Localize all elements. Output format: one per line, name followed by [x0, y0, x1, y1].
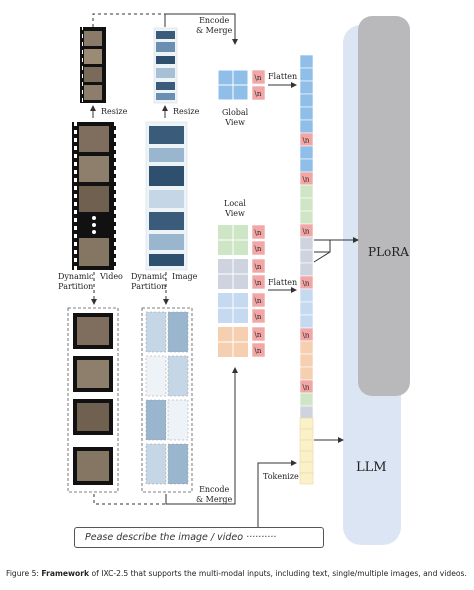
- newline-token-text: \n: [255, 313, 262, 321]
- flattened-token: [299, 197, 314, 212]
- llm-label: LLM: [356, 460, 387, 475]
- newline-token-text: \n: [255, 229, 262, 237]
- resized-video-strip: [80, 27, 106, 103]
- newline-token-text: \n: [255, 245, 262, 253]
- caption-prefix: Figure 5:: [6, 569, 42, 578]
- caption-rest: of IXC-2.5 that supports the multi-modal…: [89, 569, 467, 578]
- encode-merge-bottom-label: Encode & Merge: [196, 485, 233, 504]
- newline-token-box: [251, 274, 266, 290]
- text-token: [299, 439, 314, 452]
- flatten-top-label: Flatten: [268, 72, 298, 81]
- newline-token-text: \n: [255, 347, 262, 355]
- flattened-token: [299, 236, 314, 251]
- newline-token-box: [251, 342, 266, 358]
- bottom-dashed-route: [93, 494, 195, 505]
- flattened-newline-text: \n: [303, 176, 310, 184]
- encode-merge-bottom-arrow: [165, 367, 238, 505]
- newline-token-box: [251, 240, 266, 256]
- global-view-label: Global View: [222, 108, 249, 127]
- figure-caption: Figure 5: Framework of IXC-2.5 that supp…: [6, 569, 470, 578]
- flattened-token: [299, 67, 314, 82]
- video-input-strip: [72, 122, 116, 270]
- flattened-token: [299, 54, 314, 69]
- flattened-token: [299, 405, 314, 420]
- newline-token-text: \n: [255, 90, 262, 98]
- flattened-token: [299, 301, 314, 316]
- resize-right-label: Resize: [173, 107, 200, 116]
- global-view-grid: [217, 69, 249, 101]
- flattened-newline-text: \n: [303, 228, 310, 236]
- flattened-newline-text: \n: [303, 137, 310, 145]
- local-view-label: Local View: [224, 199, 246, 218]
- tokenize-label: Tokenize: [263, 472, 299, 481]
- flattened-token: [299, 262, 314, 277]
- text-token: [299, 472, 314, 485]
- newline-token-text: \n: [255, 331, 262, 339]
- prompt-input-box[interactable]: Pease describe the image / video ·······…: [74, 527, 324, 548]
- flattened-token: [299, 210, 314, 225]
- flatten-mid-label: Flatten: [268, 278, 298, 287]
- newline-token-box: [251, 326, 266, 342]
- text-token: [299, 428, 314, 441]
- flattened-newline-text: \n: [303, 384, 310, 392]
- tokenize-arrow: [257, 460, 297, 527]
- prompt-text: Pease describe the image / video ·······…: [85, 532, 277, 543]
- newline-token-text: \n: [255, 297, 262, 305]
- flattened-token-column: \n \n \n \n \n \n: [299, 54, 314, 446]
- newline-token-box: [251, 308, 266, 324]
- to-plora-arrow-lower: [313, 251, 331, 263]
- text-token: [299, 461, 314, 474]
- plora-panel: [358, 16, 410, 396]
- flattened-token: [299, 80, 314, 95]
- caption-bold: Framework: [41, 569, 90, 578]
- flattened-token: [299, 119, 314, 134]
- encode-merge-top-label: Encode & Merge: [196, 16, 233, 35]
- partitioned-image: [141, 307, 193, 493]
- flattened-token: [299, 145, 314, 160]
- plora-label: PLoRA: [368, 245, 409, 259]
- video-label: Video: [100, 272, 123, 281]
- flattened-token: [299, 314, 314, 329]
- local-view-grids: [218, 225, 248, 357]
- dynamic-partition-right-label: Dynamic Partition: [131, 272, 167, 291]
- to-plora-arrow: [314, 237, 359, 253]
- flattened-newline-text: \n: [303, 280, 310, 288]
- newline-token-box: [251, 292, 266, 308]
- flattened-token: [299, 353, 314, 368]
- flattened-token: [299, 288, 314, 303]
- newline-token-box: [251, 85, 266, 101]
- flattened-token: [299, 366, 314, 381]
- newline-token-text: \n: [255, 279, 262, 287]
- encode-merge-top-arrow: [165, 13, 238, 45]
- newline-token-text: \n: [255, 263, 262, 271]
- flattened-token: [299, 249, 314, 264]
- newline-token-box: [251, 69, 266, 85]
- partitioned-video: [67, 307, 119, 493]
- newline-token-group: \n \n \n \n \n \n \n \n \n \n: [251, 69, 266, 358]
- text-token: [299, 450, 314, 463]
- dynamic-partition-left-label: Dynamic Partition: [58, 272, 94, 291]
- image-input-infographic: [145, 121, 188, 271]
- flattened-token: [299, 340, 314, 355]
- newline-token-text: \n: [255, 74, 262, 82]
- resize-left-label: Resize: [101, 107, 128, 116]
- image-label: Image: [172, 272, 198, 281]
- flattened-token: [299, 392, 314, 407]
- flattened-token: [299, 158, 314, 173]
- flattened-token: [299, 184, 314, 199]
- flattened-token: [299, 93, 314, 108]
- newline-token-box: [251, 258, 266, 274]
- newline-token-box: [251, 224, 266, 240]
- top-dashed-route: [92, 13, 165, 27]
- text-token-column: [299, 417, 314, 485]
- flattened-token: [299, 106, 314, 121]
- resized-infographic: [153, 27, 178, 104]
- text-token: [299, 417, 314, 430]
- flattened-newline-text: \n: [303, 332, 310, 340]
